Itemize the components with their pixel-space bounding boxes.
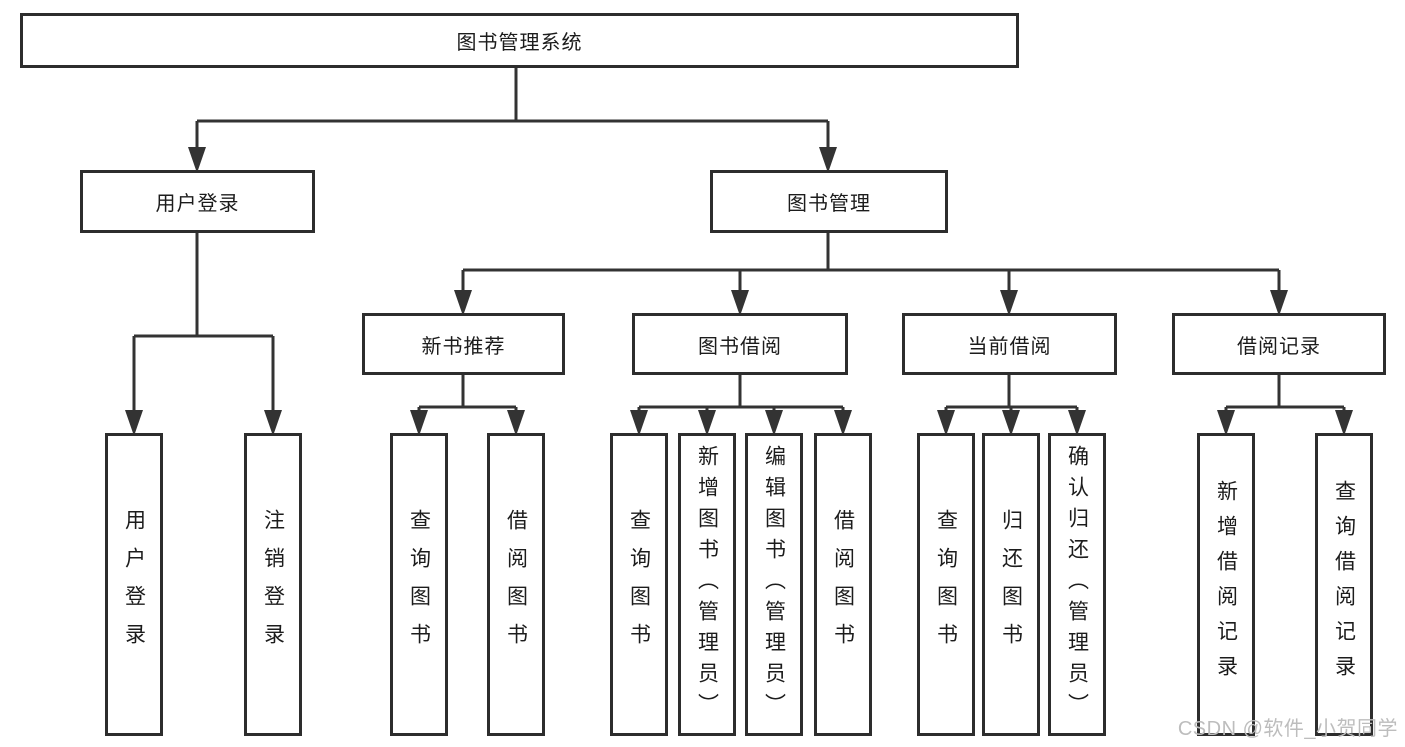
node-user-login-label: 用户登录 — [155, 193, 240, 215]
leaf-user-login-user-login: 用户登录 — [105, 433, 163, 736]
node-book-management: 图书管理 — [710, 170, 948, 233]
node-user-login: 用户登录 — [80, 170, 315, 233]
leaf-current-borrowing-return-books-label: 归还图书 — [999, 508, 1023, 661]
leaf-book-borrowing-edit-books-admin: 编辑图书（管理员） — [745, 433, 803, 736]
leaf-borrowing-records-query-borrow-record-label: 查询借阅记录 — [1332, 479, 1356, 690]
leaf-book-borrowing-query-books: 查询图书 — [610, 433, 668, 736]
node-new-book-recommendation: 新书推荐 — [362, 313, 565, 375]
node-borrowing-records: 借阅记录 — [1172, 313, 1386, 375]
leaf-new-book-recommendation-query-books-label: 查询图书 — [407, 508, 431, 661]
leaf-borrowing-records-query-borrow-record: 查询借阅记录 — [1315, 433, 1373, 736]
leaf-current-borrowing-confirm-return-admin-label: 确认归还（管理员） — [1065, 445, 1089, 724]
node-current-borrowing-label: 当前借阅 — [967, 335, 1052, 358]
leaf-book-borrowing-edit-books-admin-label: 编辑图书（管理员） — [762, 445, 786, 724]
node-root: 图书管理系统 — [20, 13, 1019, 68]
leaf-current-borrowing-query-books-label: 查询图书 — [934, 508, 958, 661]
leaf-current-borrowing-confirm-return-admin: 确认归还（管理员） — [1048, 433, 1106, 736]
leaf-borrowing-records-add-borrow-record: 新增借阅记录 — [1197, 433, 1255, 736]
leaf-book-borrowing-borrow-books-label: 借阅图书 — [831, 508, 855, 661]
node-borrowing-records-label: 借阅记录 — [1237, 335, 1321, 358]
leaf-current-borrowing-return-books: 归还图书 — [982, 433, 1040, 736]
leaf-user-login-logout-label: 注销登录 — [261, 508, 285, 661]
node-book-borrowing-label: 图书借阅 — [698, 335, 782, 358]
leaf-new-book-recommendation-borrow-books: 借阅图书 — [487, 433, 545, 736]
leaf-borrowing-records-add-borrow-record-label: 新增借阅记录 — [1214, 479, 1238, 690]
leaf-book-borrowing-query-books-label: 查询图书 — [627, 508, 651, 661]
node-current-borrowing: 当前借阅 — [902, 313, 1117, 375]
node-new-book-recommendation-label: 新书推荐 — [421, 335, 506, 358]
leaf-current-borrowing-query-books: 查询图书 — [917, 433, 975, 736]
node-book-borrowing: 图书借阅 — [632, 313, 848, 375]
leaf-user-login-user-login-label: 用户登录 — [122, 508, 146, 661]
leaf-new-book-recommendation-borrow-books-label: 借阅图书 — [504, 508, 528, 661]
node-root-label: 图书管理系统 — [456, 32, 583, 54]
leaf-book-borrowing-borrow-books: 借阅图书 — [814, 433, 872, 736]
leaf-book-borrowing-add-books-admin: 新增图书（管理员） — [678, 433, 736, 736]
watermark: CSDN @软件_小贺同学 — [1177, 718, 1398, 740]
leaf-new-book-recommendation-query-books: 查询图书 — [390, 433, 448, 736]
leaf-book-borrowing-add-books-admin-label: 新增图书（管理员） — [695, 445, 719, 724]
leaf-user-login-logout: 注销登录 — [244, 433, 302, 736]
node-book-management-label: 图书管理 — [787, 193, 871, 215]
